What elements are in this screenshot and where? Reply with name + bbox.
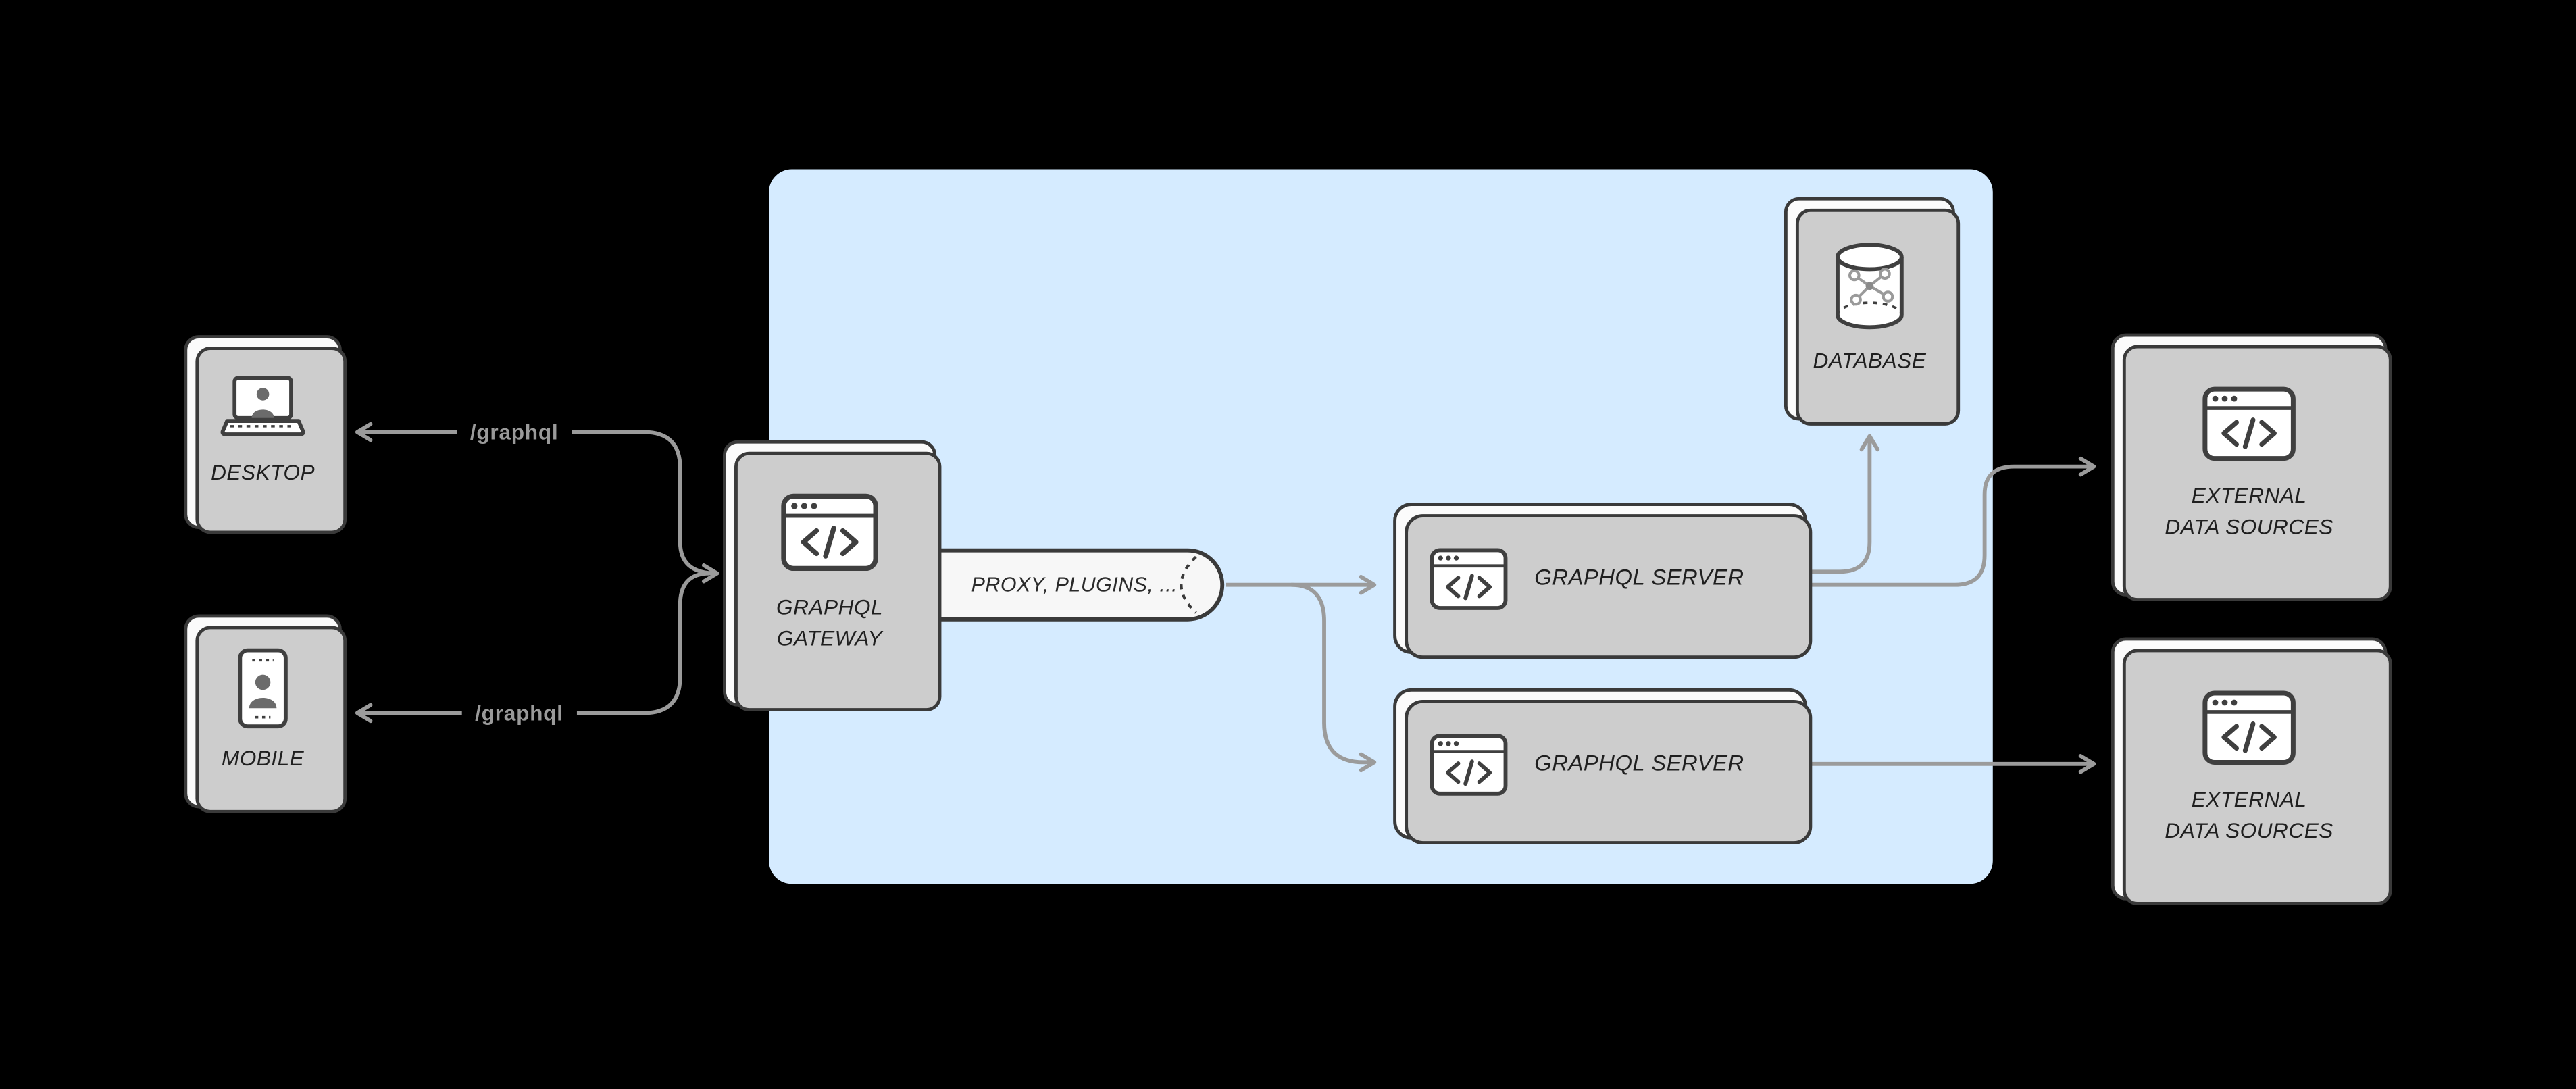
node-graphql-gateway: GRAPHQL GATEWAY — [722, 440, 942, 711]
proxy-pipe — [917, 548, 1225, 622]
database-label: DATABASE — [1813, 348, 1927, 374]
graphql-edge-label-desktop: /graphql — [457, 417, 572, 447]
node-desktop-client: DESKTOP — [184, 335, 347, 534]
server-top-label: GRAPHQL SERVER — [1534, 565, 1744, 590]
node-external-data-sources-top: EXTERNAL DATA SOURCES — [2111, 333, 2392, 602]
code-window-icon — [2202, 387, 2296, 461]
database-icon — [1836, 243, 1904, 330]
mobile-label: MOBILE — [221, 746, 305, 771]
proxy-pipe-dashed-rim — [1180, 555, 1197, 614]
node-external-data-sources-bottom: EXTERNAL DATA SOURCES — [2111, 637, 2392, 905]
connector-gateway-to-desktop — [355, 422, 719, 584]
code-window-icon — [1430, 547, 1508, 609]
connector-server-to-external-top — [1807, 456, 2096, 587]
desktop-label: DESKTOP — [211, 460, 315, 485]
external-top-label: EXTERNAL DATA SOURCES — [2165, 483, 2333, 539]
node-graphql-server-top: GRAPHQL SERVER — [1393, 503, 1813, 659]
server-bottom-label: GRAPHQL SERVER — [1534, 751, 1744, 776]
connector-gateway-to-mobile — [355, 571, 710, 724]
proxy-plugins-label: PROXY, PLUGINS, ... — [971, 573, 1178, 597]
node-graphql-server-bottom: GRAPHQL SERVER — [1393, 688, 1813, 844]
code-window-icon — [2202, 690, 2296, 765]
smartphone-user-icon — [238, 648, 288, 729]
graph-nodes-glyph — [1848, 268, 1894, 306]
gateway-label: GRAPHQL GATEWAY — [776, 594, 884, 650]
connector-proxy-to-server-bottom — [1291, 582, 1377, 773]
external-bottom-label: EXTERNAL DATA SOURCES — [2165, 787, 2333, 843]
code-window-icon — [781, 492, 878, 571]
connector-server-to-database — [1807, 434, 1880, 574]
graphql-edge-label-mobile: /graphql — [461, 699, 577, 728]
code-window-icon — [1430, 733, 1508, 795]
node-database: DATABASE — [1784, 197, 1961, 426]
laptop-user-icon — [220, 376, 305, 437]
node-mobile-client: MOBILE — [184, 614, 347, 813]
